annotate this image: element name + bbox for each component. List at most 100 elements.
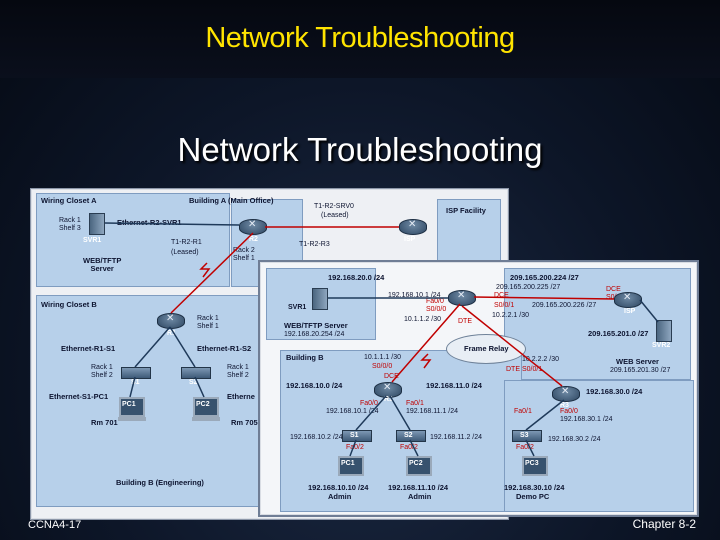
s3-ip-label: 192.168.30.2 /24 — [548, 436, 601, 443]
r3-ip-label: 192.168.30.1 /24 — [560, 416, 613, 423]
r3-fa00-label: Fa0/0 — [560, 408, 578, 415]
r2-dte-label: DTE — [458, 318, 472, 325]
wiring-closet-a-area — [36, 193, 230, 287]
isp-router-icon — [614, 292, 642, 308]
wiring-closet-b-area — [36, 295, 264, 507]
s1-ip-label: 192.168.10.2 /24 — [290, 434, 343, 441]
svr2-name: SVR2 — [652, 342, 671, 349]
r1-ip-b-label: 192.168.11.1 /24 — [406, 408, 459, 415]
pc3-name: PC3 — [525, 460, 539, 467]
net-left-label: 192.168.10.0 /24 — [286, 381, 343, 390]
s2-name: S2 — [404, 432, 413, 439]
r1-link-ip-label: 10.1.1.1 /30 — [364, 354, 401, 361]
pc1-name: PC1 — [122, 401, 136, 408]
logical-links — [328, 296, 659, 457]
isp-name: ISP — [624, 308, 636, 315]
pc1-icon — [119, 397, 145, 417]
rack1-shelf2-left-label: Rack 1 Shelf 2 — [91, 364, 113, 379]
pc1-role-label: Admin — [328, 492, 352, 501]
logical-topology-diagram: 192.168.20.0 /24 209.165.200.224 /27 SVR… — [258, 260, 699, 517]
r1-router-icon — [374, 382, 402, 398]
r1-name: R1 — [384, 396, 393, 403]
physical-links — [104, 222, 399, 398]
footer-course-code: CCNA4-17 — [28, 519, 82, 531]
ethernet-s1-pc1-label: Ethernet-S1-PC1 — [49, 392, 109, 401]
pc3-icon — [522, 456, 548, 476]
net-r3-label: 192.168.30.0 /24 — [586, 387, 643, 396]
r2-wan-ip-label: 209.165.200.225 /27 — [496, 284, 561, 291]
ethernet-right-label: Etherne — [227, 392, 255, 401]
r2-name: R2 — [249, 236, 258, 243]
t1-r2-r1-label: T1-R2-R1 — [171, 239, 202, 246]
isp-ip-label: 209.165.200.226 /27 — [532, 302, 597, 309]
s3-name: S3 — [520, 432, 529, 439]
r3-s001-label: S0/0/1 — [522, 366, 543, 373]
wiring-closet-a-label: Wiring Closet A — [41, 196, 97, 205]
net-right-label: 209.165.201.0 /27 — [588, 329, 649, 338]
building-b-label: Building B (Engineering) — [116, 478, 204, 487]
web-server-ip-label: 209.165.201.30 /27 — [610, 367, 671, 374]
isp-name: ISP — [404, 236, 416, 243]
s2-name: S2 — [189, 379, 198, 386]
svr1-name: SVR1 — [288, 304, 307, 311]
ethernet-r1-s2-label: Ethernet-R1-S2 — [197, 344, 252, 353]
svr1-ip-label: 192.168.10.1 /24 — [388, 292, 441, 299]
t1-leased-label: (Leased) — [321, 212, 349, 219]
web-tftp-label: WEB/TFTP Server — [83, 256, 122, 273]
pc1-ip-label: 192.168.10.10 /24 — [308, 483, 369, 492]
pc1-name: PC1 — [341, 460, 355, 467]
ethernet-r2-svr1-label: Ethernet-R2-SVR1 — [117, 218, 182, 227]
ethernet-r1-s1-label: Ethernet-R1-S1 — [61, 344, 116, 353]
t1-r2-r3-label: T1-R2-R3 — [299, 241, 330, 248]
net-top-left-label: 192.168.20.0 /24 — [328, 273, 385, 282]
s2-ip-label: 192.168.11.2 /24 — [430, 434, 483, 441]
isp-facility-area — [437, 199, 501, 261]
pc3-role-label: Demo PC — [516, 492, 550, 501]
building-a-label: Building A (Main Office) — [189, 196, 274, 205]
rm705-label: Rm 705 — [231, 418, 258, 427]
frame-relay-label: Frame Relay — [464, 344, 509, 353]
s3-fa-label: Fa0/2 — [516, 444, 534, 451]
r2-ip1-label: 10.1.1.2 /30 — [404, 316, 441, 323]
rack2-shelf1-label: Rack 2 Shelf 1 — [233, 247, 255, 262]
net-top-right-label: 209.165.200.224 /27 — [510, 273, 579, 282]
pc2-ip-label: 192.168.11.10 /24 — [388, 483, 449, 492]
r1-fa00-label: Fa0/0 — [360, 400, 378, 407]
r2-s000-label: S0/0/0 — [426, 306, 447, 313]
frame-relay-cloud — [446, 334, 526, 364]
r2-router-icon — [448, 290, 476, 306]
web-tftp-ip-label: 192.168.20.254 /24 — [284, 331, 345, 338]
isp-facility-label: ISP Facility — [446, 206, 486, 215]
r1-fa01-label: Fa0/1 — [406, 400, 424, 407]
rm701-label: Rm 701 — [91, 418, 118, 427]
pc2-icon — [406, 456, 432, 476]
svr2-server-icon — [656, 320, 672, 342]
r2-fa-label: Fa0/0 — [426, 298, 444, 305]
t1-r2-r1-leased-label: (Leased) — [171, 249, 199, 256]
r1-name: R1 — [167, 330, 176, 337]
t1-srv-link-label: T1-R2-SRV0 — [314, 203, 354, 210]
r2-dce-label: DCE — [494, 292, 509, 299]
r1-dce-label: DCE — [384, 373, 399, 380]
web-server-label: WEB Server — [616, 357, 659, 366]
building-b-label: Building B — [286, 353, 324, 362]
isp-router-icon — [399, 219, 427, 235]
r2-ip3-label: 10.2.2.1 /30 — [492, 312, 529, 319]
r3-lan-area — [504, 380, 694, 512]
rack1-shelf1-label: Rack 1 Shelf 1 — [197, 315, 219, 330]
r1-s000-label: S0/0/0 — [372, 363, 393, 370]
s1-name: S1 — [350, 432, 359, 439]
pc1-icon — [338, 456, 364, 476]
title-bar — [0, 0, 720, 78]
pc2-name: PC2 — [196, 401, 210, 408]
isp-dce-label: DCE — [606, 286, 621, 293]
pc2-role-label: Admin — [408, 492, 432, 501]
web-tftp-label: WEB/TFTP Server — [284, 321, 348, 330]
pc2-icon — [193, 397, 219, 417]
svr1-name: SVR1 — [83, 237, 102, 244]
pc1-base — [118, 417, 146, 421]
net-mid-label: 192.168.11.0 /24 — [426, 381, 482, 390]
slide-title: Network Troubleshooting — [205, 22, 515, 54]
r2-name: R2 — [456, 306, 465, 313]
r3-router-icon — [552, 386, 580, 402]
